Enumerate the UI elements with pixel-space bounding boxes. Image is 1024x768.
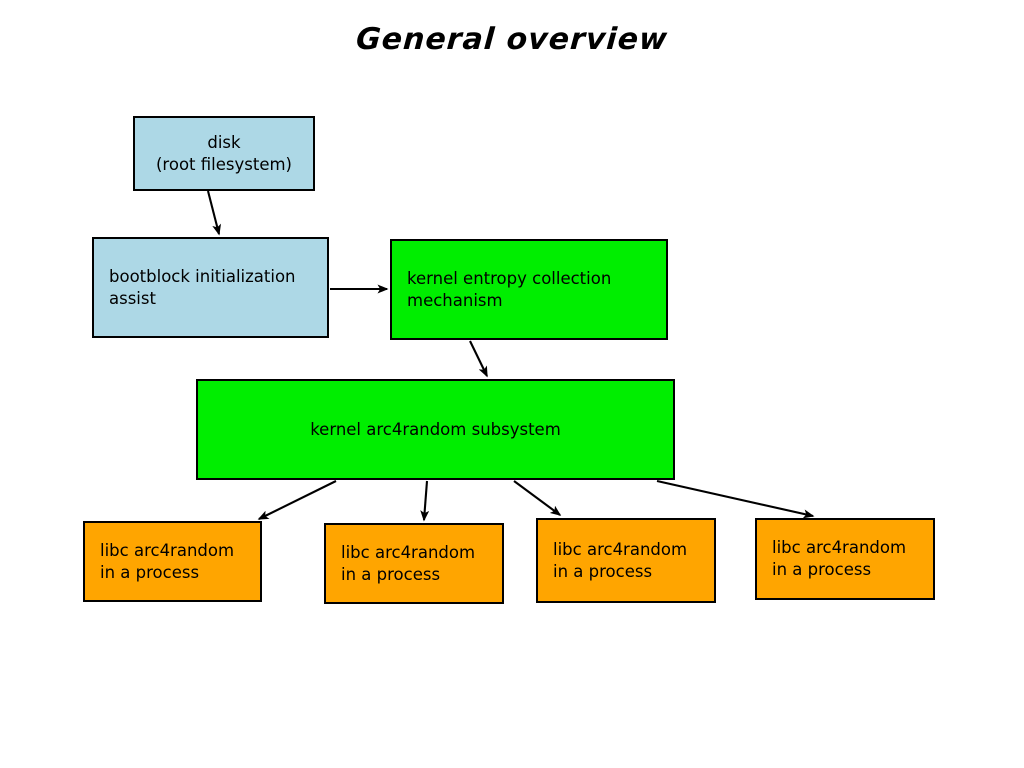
edge-arc4random-to-process-3 [513, 480, 562, 516]
edge-arc4random-to-process-4 [656, 479, 815, 519]
node-libc-process-2[interactable]: libc arc4random in a process [324, 523, 504, 604]
node-kernel-arc4random[interactable]: kernel arc4random subsystem [196, 379, 675, 480]
node-label: disk (root filesystem) [156, 132, 292, 174]
node-label: libc arc4random in a process [553, 539, 688, 581]
node-label: kernel entropy collection mechanism [407, 268, 612, 310]
node-libc-process-4[interactable]: libc arc4random in a process [755, 518, 935, 600]
node-kernel-entropy[interactable]: kernel entropy collection mechanism [390, 239, 668, 340]
node-label: libc arc4random in a process [772, 538, 907, 579]
node-label: libc arc4random in a process [100, 540, 235, 582]
edge-disk-to-bootblock [206, 190, 222, 236]
node-label: kernel arc4random subsystem [310, 419, 561, 439]
page-title: General overview [354, 22, 670, 57]
node-libc-process-1[interactable]: libc arc4random in a process [83, 521, 262, 602]
node-disk[interactable]: disk (root filesystem) [133, 116, 315, 191]
node-libc-process-3[interactable]: libc arc4random in a process [536, 518, 716, 603]
node-label: bootblock initialization assist [109, 266, 296, 308]
node-bootblock[interactable]: bootblock initialization assist [92, 237, 329, 338]
node-label: libc arc4random in a process [341, 542, 476, 584]
edge-arc4random-to-process-1 [257, 480, 337, 520]
edge-arc4random-to-process-2 [420, 480, 430, 522]
edge-entropy-to-arc4random [469, 340, 488, 378]
